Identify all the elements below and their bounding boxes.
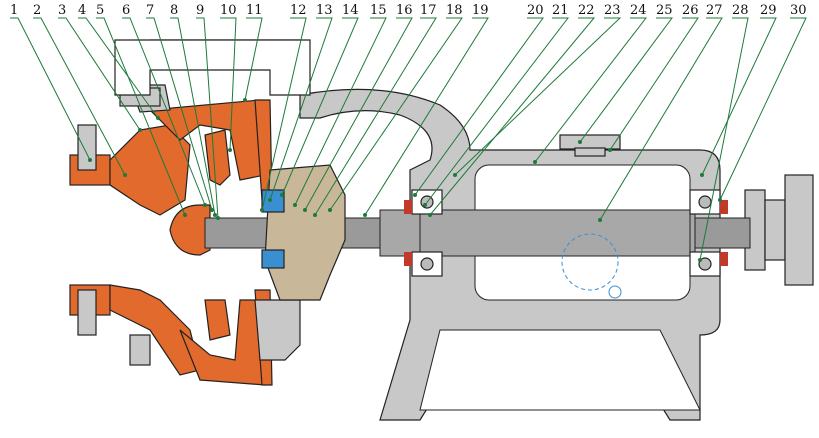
leader-dot-23 (453, 173, 457, 177)
part-number-17: 17 (420, 3, 437, 18)
leader-line-9 (196, 17, 219, 219)
leader-line-10 (220, 17, 237, 151)
part-number-7: 7 (146, 3, 154, 18)
leader-dot-3 (138, 128, 142, 132)
leader-dot-21 (423, 203, 427, 207)
part-number-2: 2 (33, 3, 41, 18)
leader-dot-22 (428, 213, 432, 217)
part-number-19: 19 (472, 3, 489, 18)
part-number-10: 10 (220, 3, 237, 18)
part-number-27: 27 (706, 3, 723, 18)
leader-line-24 (534, 17, 648, 163)
leader-dot-15 (293, 203, 297, 207)
leader-dot-6 (203, 203, 207, 207)
leader-line-27 (599, 17, 723, 221)
leader-line-30 (719, 17, 807, 201)
part-number-12: 12 (290, 3, 307, 18)
leader-dot-20 (413, 193, 417, 197)
leader-line-23 (454, 17, 622, 176)
leader-dot-18 (328, 208, 332, 212)
part-number-8: 8 (170, 3, 178, 18)
leader-dot-12 (260, 208, 264, 212)
part-number-25: 25 (656, 3, 673, 18)
part-number-20: 20 (527, 3, 544, 18)
leader-dot-10 (228, 148, 232, 152)
part-number-11: 11 (246, 3, 263, 18)
part-number-14: 14 (342, 3, 359, 18)
leader-dot-29 (700, 173, 704, 177)
leader-line-2 (33, 17, 126, 176)
leader-dot-7 (210, 208, 214, 212)
leader-line-8 (170, 17, 216, 216)
lip-seals (404, 200, 728, 266)
part-number-30: 30 (790, 3, 807, 18)
leader-dot-13 (268, 198, 272, 202)
oil-sight-glass (561, 233, 622, 299)
leader-line-12 (261, 17, 307, 211)
leader-dot-1 (88, 158, 92, 162)
part-number-6: 6 (122, 3, 130, 18)
leader-dot-9 (216, 216, 220, 220)
leader-dot-2 (123, 173, 127, 177)
leader-dot-5 (183, 213, 187, 217)
leader-line-4 (78, 17, 159, 119)
part-number-24: 24 (630, 3, 647, 18)
leader-dot-16 (303, 208, 307, 212)
leader-dot-11 (243, 98, 247, 102)
part-number-28: 28 (732, 3, 749, 18)
leader-dot-30 (718, 198, 722, 202)
leader-line-5 (96, 17, 186, 216)
leader-line-1 (10, 17, 91, 161)
leader-line-19 (364, 17, 489, 216)
part-number-23: 23 (604, 3, 621, 18)
leader-line-28 (699, 17, 749, 261)
leader-line-13 (269, 17, 333, 201)
part-number-1: 1 (10, 3, 18, 18)
seal-block (261, 164, 346, 301)
part-number-3: 3 (58, 3, 66, 18)
breather-cap (559, 134, 621, 157)
part-number-4: 4 (78, 3, 86, 18)
leader-line-25 (579, 17, 673, 143)
leader-dot-4 (156, 116, 160, 120)
part-number-29: 29 (760, 3, 777, 18)
leader-line-15 (294, 17, 387, 206)
leader-dot-26 (608, 148, 612, 152)
casing-armour (77, 39, 311, 366)
part-number-18: 18 (446, 3, 463, 18)
leader-dot-28 (698, 258, 702, 262)
leader-line-6 (122, 17, 206, 206)
leader-dot-24 (533, 160, 537, 164)
part-number-13: 13 (316, 3, 333, 18)
leader-line-21 (424, 17, 570, 206)
leader-line-18 (329, 17, 463, 211)
leader-line-29 (701, 17, 777, 176)
leader-line-7 (146, 17, 213, 211)
part-number-26: 26 (682, 3, 699, 18)
leader-dot-8 (213, 213, 217, 217)
leader-dot-17 (313, 213, 317, 217)
leader-dot-19 (363, 213, 367, 217)
part-number-16: 16 (396, 3, 413, 18)
coupling (744, 174, 814, 286)
leader-dot-25 (578, 140, 582, 144)
leader-dot-14 (280, 193, 284, 197)
leader-line-11 (244, 17, 263, 101)
leader-dot-27 (598, 218, 602, 222)
leader-line-16 (304, 17, 413, 211)
part-number-9: 9 (196, 3, 204, 18)
part-number-15: 15 (370, 3, 387, 18)
leader-line-20 (414, 17, 544, 196)
part-number-5: 5 (96, 3, 104, 18)
leader-line-17 (314, 17, 437, 216)
leader-line-22 (429, 17, 596, 216)
leader-line-14 (281, 17, 359, 196)
part-number-21: 21 (552, 3, 569, 18)
leader-line-26 (609, 17, 699, 151)
part-number-22: 22 (578, 3, 595, 18)
leader-line-3 (58, 17, 141, 131)
